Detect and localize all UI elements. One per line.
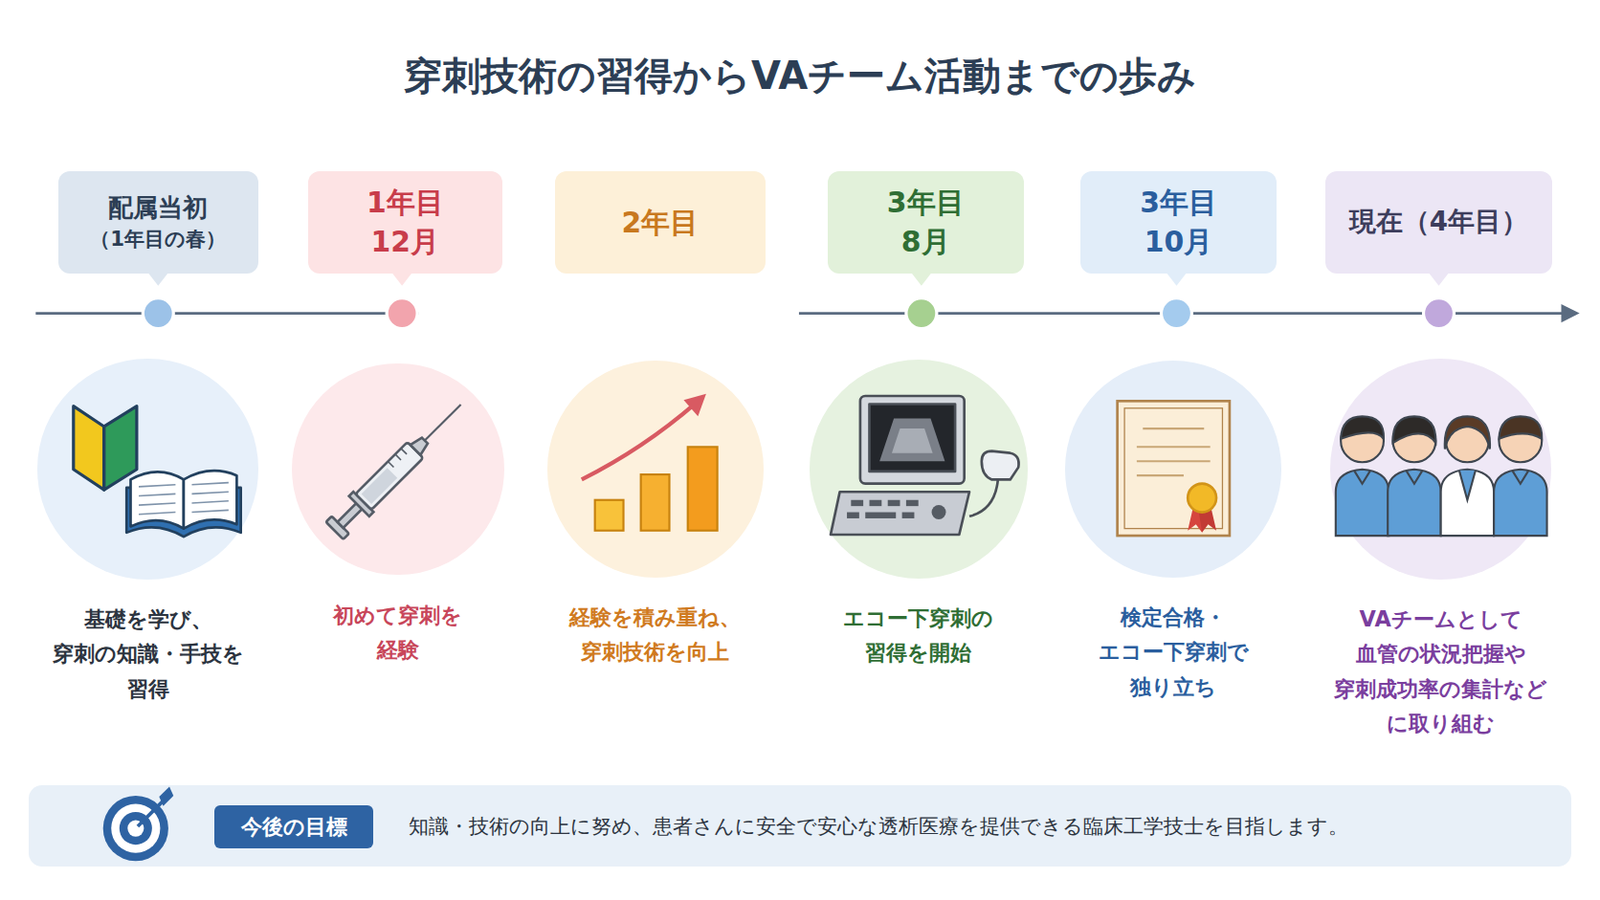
milestone-circle: エコー下穿刺の 習得を開始 xyxy=(809,359,1028,578)
date-label: 2年目 xyxy=(622,202,700,244)
date-label: 8月 xyxy=(901,222,951,263)
team-icon xyxy=(1335,416,1548,536)
milestone-caption: エコー下穿刺の 習得を開始 xyxy=(818,600,1019,671)
date-label: 3年目 xyxy=(1139,182,1218,223)
goal-text: 知識・技術の向上に努め、患者さんに安全で安心な透析医療を提供できる臨床工学技士を… xyxy=(408,813,1557,841)
timeline-line xyxy=(35,311,419,315)
milestone-circle: 検定合格・ エコー下穿刺で 独り立ち xyxy=(1065,360,1282,578)
goal-bar: 知識・技術の向上に努め、患者さんに安全で安心な透析医療を提供できる臨床工学技士を… xyxy=(28,785,1572,867)
date-label: （1年目の春） xyxy=(89,224,226,254)
timeline-dot xyxy=(142,298,174,330)
pill-pointers xyxy=(148,272,1450,287)
goal-badge: 今後の目標 xyxy=(214,805,374,849)
milestone-circle: 基礎を学び、 穿刺の知識・手技を 習得 xyxy=(37,358,258,579)
date-label: 10月 xyxy=(1144,222,1214,263)
date-label-box: 3年目8月 xyxy=(827,171,1024,274)
date-label-box: 配属当初（1年目の春） xyxy=(58,171,259,274)
milestone-caption: 基礎を学び、 穿刺の知識・手技を 習得 xyxy=(39,601,258,707)
syringe-icon xyxy=(324,394,471,541)
timeline-line xyxy=(799,311,1564,315)
date-label: 3年目 xyxy=(887,182,965,223)
milestone-caption: 検定合格・ エコー下穿刺で 独り立ち xyxy=(1073,600,1274,705)
target-icon xyxy=(103,786,175,862)
date-label: 現在（4年目） xyxy=(1349,203,1529,242)
book-icon xyxy=(126,470,241,537)
milestone-caption: 初めて穿刺を 経験 xyxy=(311,598,485,668)
date-label: 12月 xyxy=(371,222,441,263)
timeline-arrowhead xyxy=(1560,304,1579,323)
timeline-dot xyxy=(386,298,418,330)
growth-chart xyxy=(595,446,718,531)
timeline-dot xyxy=(906,298,937,330)
milestone-circle: 初めて穿刺を 経験 xyxy=(291,363,505,577)
certificate-icon xyxy=(1117,400,1230,536)
date-label-box: 2年目 xyxy=(555,171,766,274)
milestone-circle: 経験を積み重ね、 穿刺技術を向上 xyxy=(547,360,764,578)
milestone-circle: VAチームとして 血管の状況把握や 穿刺成功率の集計など に取り組む xyxy=(1330,358,1551,579)
date-label-box: 1年目12月 xyxy=(308,171,503,274)
date-label: 1年目 xyxy=(366,182,445,223)
timeline-dot xyxy=(1160,298,1192,330)
date-label: 配属当初 xyxy=(108,191,208,226)
milestone-caption: 経験を積み重ね、 穿刺技術を向上 xyxy=(541,600,769,670)
growth-arrow xyxy=(581,402,696,480)
ultrasound-machine xyxy=(830,396,1020,535)
beginner-mark xyxy=(73,406,137,490)
goal-badge-label: 今後の目標 xyxy=(241,812,348,843)
date-label-box: 現在（4年目） xyxy=(1325,171,1553,274)
growth-arrowhead xyxy=(683,394,706,417)
timeline-dot xyxy=(1423,298,1455,330)
date-label-box: 3年目10月 xyxy=(1080,171,1277,274)
diagram-title: 穿刺技術の習得からVAチーム活動までの歩み xyxy=(0,49,1600,103)
milestone-caption: VAチームとして 血管の状況把握や 穿刺成功率の集計など に取り組む xyxy=(1313,601,1567,741)
